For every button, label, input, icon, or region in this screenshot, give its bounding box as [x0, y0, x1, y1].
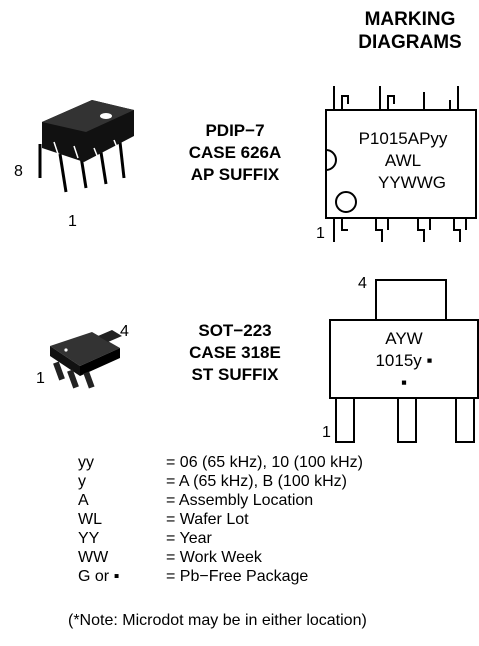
legend-row: G or ▪ = Pb−Free Package	[78, 567, 478, 586]
legend-key: YY	[78, 530, 100, 547]
sot223-photo-pin-4-label: 4	[120, 323, 129, 340]
legend-row: A = Assembly Location	[78, 491, 478, 510]
pdip-case: CASE 626A	[188, 143, 282, 162]
legend-key: G or ▪	[78, 568, 120, 585]
microdot-note: (*Note: Microdot may be in either locati…	[68, 612, 367, 629]
legend-row: YY = Year	[78, 529, 478, 548]
legend-row: WL = Wafer Lot	[78, 510, 478, 529]
legend-row: yy = 06 (65 kHz), 10 (100 kHz)	[78, 453, 478, 472]
heading-line-1: MARKING	[364, 9, 456, 30]
legend-value: = Wafer Lot	[166, 511, 249, 528]
sot223-marking-diagram	[329, 279, 479, 443]
legend-value: = Assembly Location	[166, 492, 314, 509]
legend-row: WW = Work Week	[78, 548, 478, 567]
sot223-package-name: SOT−223	[198, 321, 272, 340]
sot223-marking-text: AYW 1015y ▪ ▪	[332, 328, 476, 394]
pdip-photo-pin-1-label: 1	[68, 213, 77, 230]
pdip-photo-pin-8-label: 8	[14, 163, 23, 180]
legend-value: = A (65 kHz), B (100 kHz)	[166, 473, 347, 490]
legend-key: WW	[78, 549, 109, 566]
pdip-marking-line-3: YYWWG	[378, 173, 446, 192]
sot223-suffix: ST SUFFIX	[191, 365, 279, 384]
pdip-package-info: PDIP−7 CASE 626A AP SUFFIX	[165, 120, 305, 186]
legend: yy = 06 (65 kHz), 10 (100 kHz) y = A (65 k…	[78, 453, 478, 586]
marking-diagrams-heading: MARKING DIAGRAMS	[340, 8, 479, 54]
sot223-package-illustration	[50, 330, 122, 389]
pdip-marking-diagram	[325, 86, 477, 242]
sot223-case: CASE 318E	[189, 343, 281, 362]
pdip-marking-line-2: AWL	[384, 151, 422, 170]
legend-key: y	[78, 473, 86, 490]
sot223-marking-line-3: ▪	[400, 373, 408, 392]
pdip-diagram-pin-1-label: 1	[316, 225, 325, 242]
legend-value: = Pb−Free Package	[166, 568, 309, 585]
legend-value: = 06 (65 kHz), 10 (100 kHz)	[166, 454, 363, 471]
legend-key: A	[78, 492, 89, 509]
legend-row: y = A (65 kHz), B (100 kHz)	[78, 472, 478, 491]
pdip-package-illustration	[38, 100, 134, 193]
sot223-package-info: SOT−223 CASE 318E ST SUFFIX	[165, 320, 305, 386]
sot223-photo-pin-1-label: 1	[36, 370, 45, 387]
heading-line-2: DIAGRAMS	[358, 32, 462, 53]
legend-key: yy	[78, 454, 94, 471]
sot223-diagram-pin-1-label: 1	[322, 424, 331, 441]
pdip-marking-line-1: P1015APyy	[358, 129, 448, 148]
pdip-package-name: PDIP−7	[205, 121, 265, 140]
sot223-marking-line-2: 1015y ▪	[375, 351, 433, 370]
legend-value: = Work Week	[166, 549, 262, 566]
sot223-marking-line-1: AYW	[385, 329, 423, 348]
pdip-marking-text: P1015APyy AWL YYWWG	[330, 128, 476, 194]
pdip-suffix: AP SUFFIX	[190, 165, 280, 184]
legend-key: WL	[78, 511, 102, 528]
legend-value: = Year	[166, 530, 212, 547]
sot223-diagram-pin-4-label: 4	[358, 275, 367, 292]
